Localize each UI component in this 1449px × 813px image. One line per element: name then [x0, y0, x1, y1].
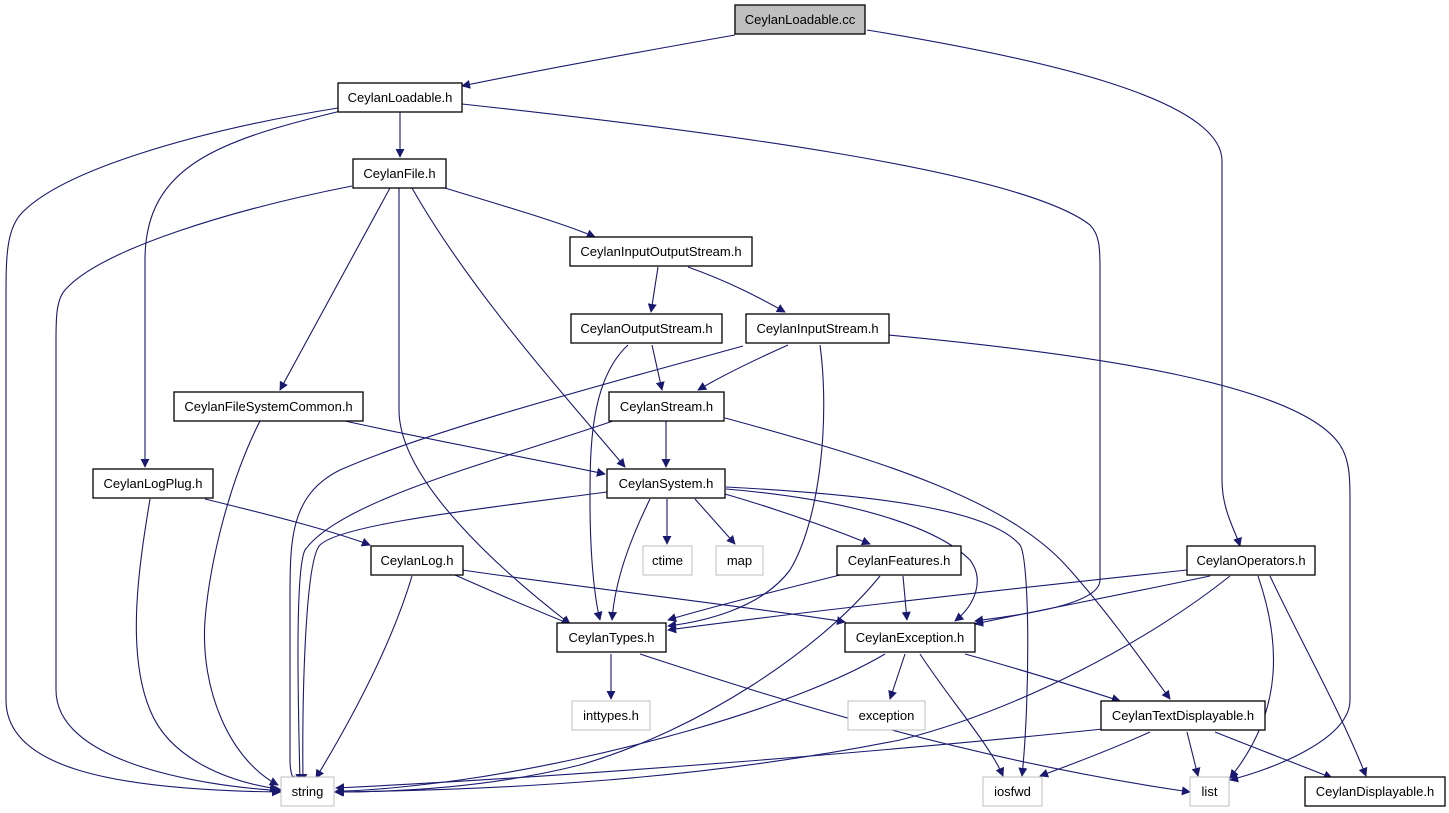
edge-features-h-to-exception-h [901, 575, 911, 621]
node-label: CeylanLogPlug.h [103, 476, 202, 491]
node-label: CeylanFeatures.h [848, 553, 951, 568]
edge-operators-h-to-list [1229, 575, 1275, 779]
edge-logplug-h-to-log-h [204, 498, 371, 547]
node-label: CeylanLog.h [381, 553, 454, 568]
node-label: CeylanFileSystemCommon.h [184, 399, 352, 414]
node-ceylan-input-output-stream-h[interactable]: CeylanInputOutputStream.h [569, 236, 753, 267]
edge-textdisplayable-h-to-iosfwd [1039, 731, 1151, 778]
edge-system-h-to-map [694, 498, 736, 545]
node-iosfwd[interactable]: iosfwd [982, 776, 1043, 807]
node-ceylan-types-h[interactable]: CeylanTypes.h [556, 622, 667, 653]
edge-system-h-to-exception-h [725, 488, 978, 622]
node-ceylan-exception-h[interactable]: CeylanException.h [844, 622, 976, 653]
node-label: CeylanLoadable.cc [745, 12, 856, 27]
node-ceylan-text-displayable-h[interactable]: CeylanTextDisplayable.h [1100, 700, 1266, 731]
edge-textdisplayable-h-to-list [1186, 731, 1201, 777]
edge-textdisplayable-h-to-string [335, 728, 1104, 793]
node-ceylan-stream-h[interactable]: CeylanStream.h [608, 391, 725, 422]
node-ceylan-log-h[interactable]: CeylanLog.h [370, 545, 464, 576]
edge-fscommon-h-to-system-h [344, 420, 606, 477]
node-ceylan-loadable-h[interactable]: CeylanLoadable.h [337, 82, 463, 113]
node-label: ctime [652, 553, 683, 568]
node-label: CeylanTypes.h [569, 630, 655, 645]
node-label: string [292, 784, 324, 799]
node-label: CeylanFile.h [363, 166, 435, 181]
edge-file-h-to-fscommon-h [279, 187, 391, 391]
node-label: inttypes.h [583, 708, 639, 723]
edge-exception-h-to-textdisplayable-h [964, 653, 1121, 703]
edge-log-h-to-exception-h [461, 569, 846, 626]
edge-file-h-to-string [55, 185, 353, 795]
edge-operators-h-to-exception-h [974, 575, 1211, 627]
edge-system-h-to-types-h [608, 498, 651, 621]
edge-stream-h-to-string [295, 420, 614, 783]
edge-loadable-cc-to-loadable-h [461, 34, 736, 89]
node-string[interactable]: string [280, 776, 335, 807]
edge-exception-h-to-iosfwd [919, 653, 1005, 777]
edge-iostream-h-to-outputstream-h [647, 266, 659, 313]
node-ceylan-operators-h[interactable]: CeylanOperators.h [1186, 545, 1316, 576]
edge-operators-h-to-types-h [667, 569, 1188, 634]
node-label: CeylanInputOutputStream.h [580, 244, 741, 259]
node-label: map [727, 553, 752, 568]
edge-logplug-h-to-string [135, 498, 279, 793]
node-label: iosfwd [994, 784, 1031, 799]
edge-file-h-to-iostream-h [444, 187, 596, 238]
edge-exception-h-to-exception [888, 653, 906, 700]
node-list[interactable]: list [1189, 776, 1230, 807]
node-label: exception [859, 708, 915, 723]
node-ceylan-features-h[interactable]: CeylanFeatures.h [836, 545, 962, 576]
edges-layer [5, 29, 1368, 797]
edge-loadable-cc-to-operators-h [866, 29, 1242, 547]
node-ceylan-displayable-h[interactable]: CeylanDisplayable.h [1304, 776, 1446, 807]
edge-inputstream-h-to-types-h [667, 344, 825, 630]
edge-operators-h-to-string [335, 575, 1231, 797]
edge-stream-h-to-textdisplayable-h [724, 417, 1171, 700]
node-inttypes-h[interactable]: inttypes.h [571, 700, 651, 731]
edge-system-h-to-string [298, 491, 608, 783]
edge-file-h-to-system-h [411, 187, 626, 468]
edge-inputstream-h-to-stream-h [697, 344, 789, 391]
edge-inputstream-h-to-string [288, 345, 744, 785]
edge-file-h-to-types-h [398, 188, 571, 625]
node-label: CeylanTextDisplayable.h [1112, 708, 1254, 723]
node-label: list [1202, 784, 1218, 799]
edge-system-h-to-features-h [724, 493, 871, 546]
node-ceylan-file-h[interactable]: CeylanFile.h [352, 158, 447, 189]
edge-outputstream-h-to-stream-h [651, 344, 665, 391]
edge-features-h-to-types-h [667, 574, 841, 622]
edge-exception-h-to-string [335, 653, 886, 796]
node-map[interactable]: map [715, 545, 764, 576]
edge-log-h-to-types-h [454, 574, 571, 626]
node-ceylan-system-h[interactable]: CeylanSystem.h [606, 468, 726, 499]
edge-log-h-to-string [315, 575, 413, 779]
node-ceylan-log-plug-h[interactable]: CeylanLogPlug.h [92, 468, 214, 499]
nodes-layer: CeylanLoadable.cc CeylanLoadable.h Ceyla… [92, 4, 1446, 807]
node-ceylan-output-stream-h[interactable]: CeylanOutputStream.h [570, 313, 723, 344]
node-label: CeylanSystem.h [619, 476, 714, 491]
edge-loadable-h-to-string [5, 107, 339, 797]
node-ceylan-file-system-common-h[interactable]: CeylanFileSystemCommon.h [173, 391, 364, 422]
edge-iostream-h-to-inputstream-h [687, 266, 786, 313]
edge-system-h-to-iosfwd [725, 486, 1029, 777]
edge-loadable-h-to-logplug-h [140, 109, 346, 468]
edge-fscommon-h-to-string [203, 420, 279, 786]
node-label: CeylanDisplayable.h [1316, 784, 1435, 799]
node-label: CeylanOutputStream.h [580, 321, 712, 336]
node-label: CeylanInputStream.h [756, 321, 878, 336]
edge-operators-h-to-displayable-h [1269, 575, 1368, 777]
node-exception[interactable]: exception [847, 700, 926, 731]
node-label: CeylanOperators.h [1196, 553, 1305, 568]
edge-features-h-to-string [334, 575, 881, 797]
node-ceylan-loadable-cc[interactable]: CeylanLoadable.cc [734, 4, 866, 35]
node-label: CeylanStream.h [620, 399, 713, 414]
node-label: CeylanLoadable.h [348, 90, 453, 105]
node-ceylan-input-stream-h[interactable]: CeylanInputStream.h [745, 313, 890, 344]
edge-textdisplayable-h-to-displayable-h [1214, 731, 1333, 780]
edge-loadable-h-to-exception-h [461, 103, 1101, 625]
node-label: CeylanException.h [856, 630, 964, 645]
edge-inputstream-h-to-list [887, 334, 1351, 783]
node-ctime[interactable]: ctime [642, 545, 693, 576]
